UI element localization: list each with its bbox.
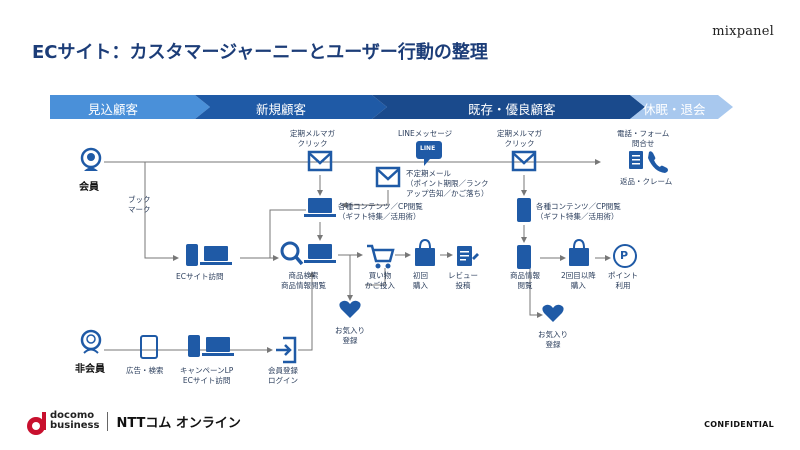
- label-favorite-1: お気入り登録: [335, 326, 365, 345]
- label-first-purchase: 初回購入: [413, 271, 428, 290]
- mobile-laptop-icon: [188, 335, 234, 357]
- label-point-use: ポイント利用: [608, 271, 638, 290]
- footer-logos: docomo business NTTコム オンライン: [22, 411, 241, 431]
- docomo-logo-icon: [27, 412, 46, 435]
- label-mailmag-2: 定期メルマガクリック: [497, 129, 542, 148]
- envelope-icon: [307, 150, 333, 172]
- stage-label-prospect: 見込顧客: [88, 102, 139, 117]
- docomo-business-logo: docomo business: [50, 410, 100, 431]
- label-member-reg: 会員登録ログイン: [268, 366, 298, 385]
- label-favorite-2: お気入り登録: [538, 330, 568, 349]
- label-contents-2: 各種コンテンツ／CP閲覧（ギフト特集／活用術）: [536, 202, 621, 221]
- mixpanel-logo: mixpanel: [712, 24, 774, 39]
- label-repeat-purchase: 2回目以降購入: [561, 271, 596, 290]
- heart-icon: [542, 304, 564, 322]
- cart-icon: [367, 244, 395, 269]
- confidential-label: CONFIDENTIAL: [704, 420, 774, 429]
- line-badge: LINE: [420, 145, 436, 152]
- label-bookmark: ブックマーク: [128, 195, 151, 214]
- label-return-claim: 返品・クレーム: [620, 177, 673, 186]
- stage-chevron-1: [50, 95, 210, 119]
- stage-label-existing: 既存・優良顧客: [468, 102, 556, 117]
- mobile-icon: [517, 245, 531, 269]
- stage-label-dormant: 休眠・退会: [643, 102, 706, 117]
- point-icon: [613, 244, 637, 268]
- stage-chevron-2: [195, 95, 387, 119]
- laptop-icon: [304, 198, 336, 217]
- ntt-com-online-logo: NTTコム オンライン: [107, 411, 241, 431]
- envelope-icon: [375, 166, 401, 188]
- review-document-icon: [457, 246, 479, 266]
- tablet-icon: [140, 335, 158, 359]
- label-ad-search: 広告・検索: [126, 366, 164, 375]
- shopping-bag-icon: [415, 238, 435, 266]
- label-review: レビュー投稿: [448, 271, 478, 290]
- label-phone-form: 電話・フォーム問合せ: [617, 129, 670, 148]
- label-irregular-mail: 不定期メール（ポイント期限／ランクアップ告知／かご落ち）: [406, 169, 489, 198]
- line-bubble-icon: [416, 141, 442, 166]
- shopping-bag-icon: [569, 238, 589, 266]
- document-icon: [629, 151, 643, 169]
- member-person-icon: [80, 147, 102, 171]
- actor-member: 会員: [79, 182, 99, 193]
- label-mailmag-1: 定期メルマガクリック: [290, 129, 335, 148]
- stage-chevron-4: [630, 95, 733, 119]
- mobile-icon: [517, 198, 531, 222]
- point-glyph: P: [620, 249, 629, 262]
- label-line-message: LINEメッセージ: [398, 129, 453, 138]
- phone-icon: [648, 151, 668, 173]
- label-contents-1: 各種コンテンツ／CP閲覧（ギフト特集／活用術）: [338, 202, 423, 221]
- label-product-info: 商品情報閲覧: [510, 271, 540, 290]
- mobile-laptop-icon: [186, 244, 232, 266]
- search-laptop-icon: [280, 241, 336, 266]
- heart-icon: [339, 300, 361, 318]
- label-cart: 買い物かご投入: [365, 271, 395, 290]
- label-search: 商品検索商品情報閲覧: [281, 271, 326, 290]
- stage-chevron-3: [372, 95, 645, 119]
- label-ec-visit: ECサイト訪問: [176, 272, 224, 281]
- nonmember-person-icon: [80, 329, 102, 354]
- page-title: ECサイト：カスタマージャーニーとユーザー行動の整理: [32, 42, 488, 63]
- stage-label-new: 新規顧客: [256, 102, 307, 117]
- login-icon: [276, 336, 297, 364]
- envelope-icon: [511, 150, 537, 172]
- actor-nonmember: 非会員: [75, 364, 105, 375]
